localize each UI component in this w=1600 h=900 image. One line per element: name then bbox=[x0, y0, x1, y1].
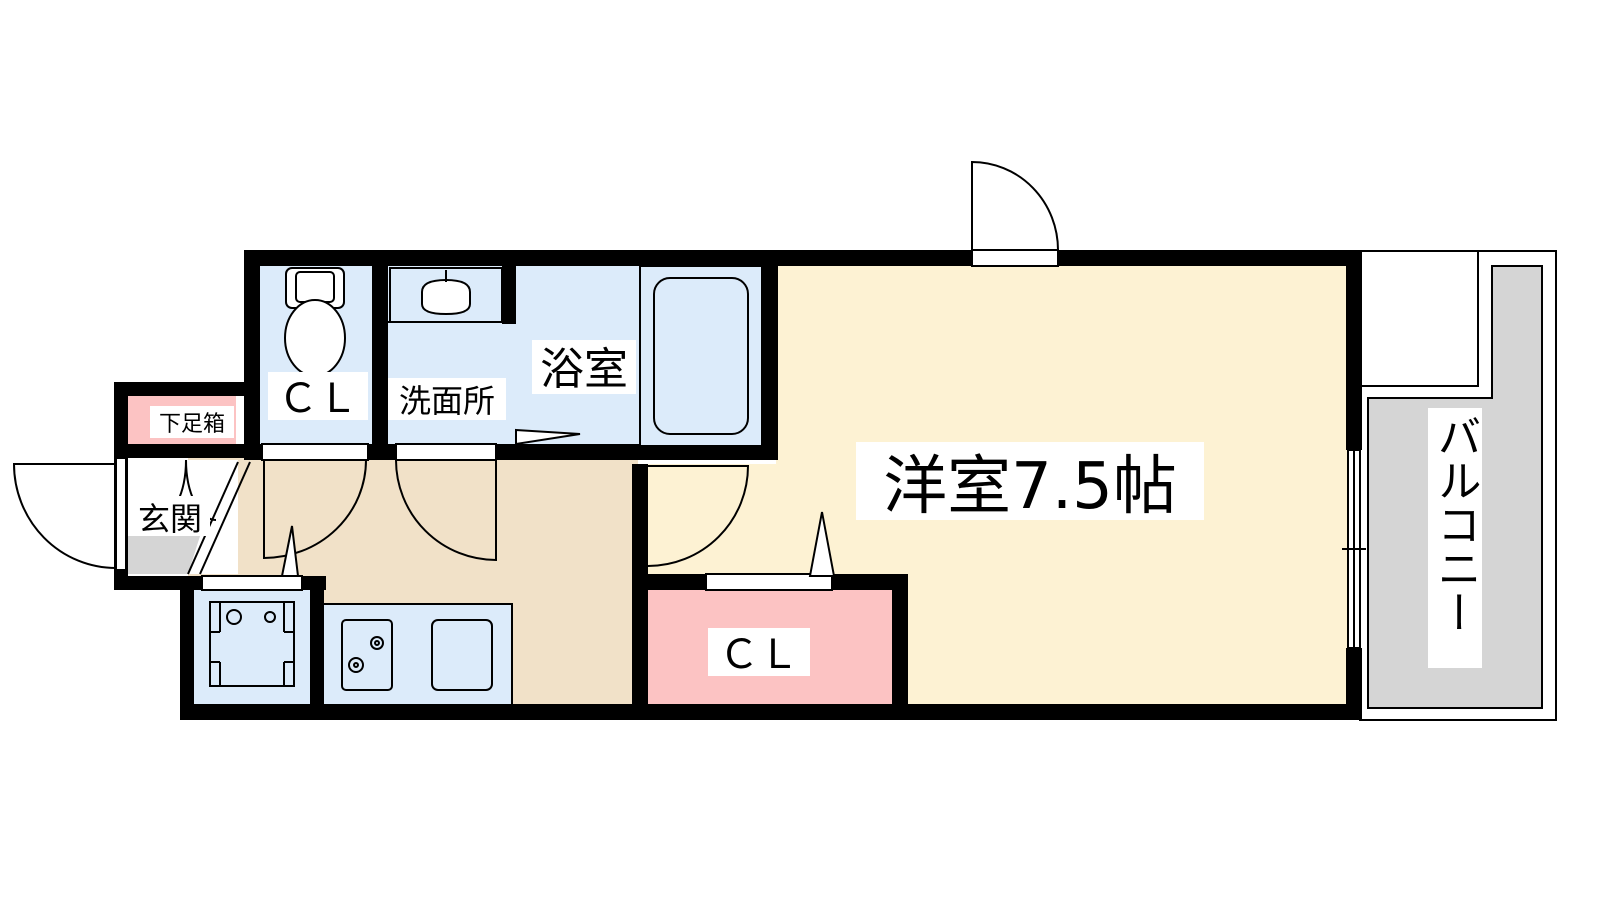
stove-icon bbox=[341, 619, 393, 691]
western-room-label: 洋室7.5帖 bbox=[883, 450, 1177, 524]
closet-main-label: ＣＬ bbox=[719, 632, 799, 678]
western-door-swing bbox=[647, 465, 750, 567]
shoe-box-label: 下足箱 bbox=[159, 412, 225, 437]
front-door-swing bbox=[12, 463, 117, 569]
bathtub-icon bbox=[639, 265, 763, 447]
washroom-door-swing bbox=[395, 459, 497, 562]
balcony-door-swing bbox=[971, 160, 1059, 251]
bathroom-label: 浴室 bbox=[540, 344, 628, 395]
washbasin-icon bbox=[388, 267, 503, 323]
balcony-label: バルコニー bbox=[1430, 414, 1481, 634]
balcony: バルコニー bbox=[1359, 250, 1557, 721]
sliding-door-arrows bbox=[280, 428, 836, 577]
closet-toilet-label: ＣＬ bbox=[278, 376, 358, 422]
entrance-step bbox=[128, 536, 200, 574]
sink-icon bbox=[431, 619, 493, 691]
toilet-door-swing bbox=[263, 459, 367, 560]
washroom-label: 洗面所 bbox=[399, 382, 495, 420]
toilet-icon bbox=[284, 267, 346, 377]
washing-machine-icon bbox=[209, 601, 295, 687]
western-room-front-floor bbox=[636, 464, 776, 578]
entrance-label: 玄関 bbox=[138, 500, 202, 538]
